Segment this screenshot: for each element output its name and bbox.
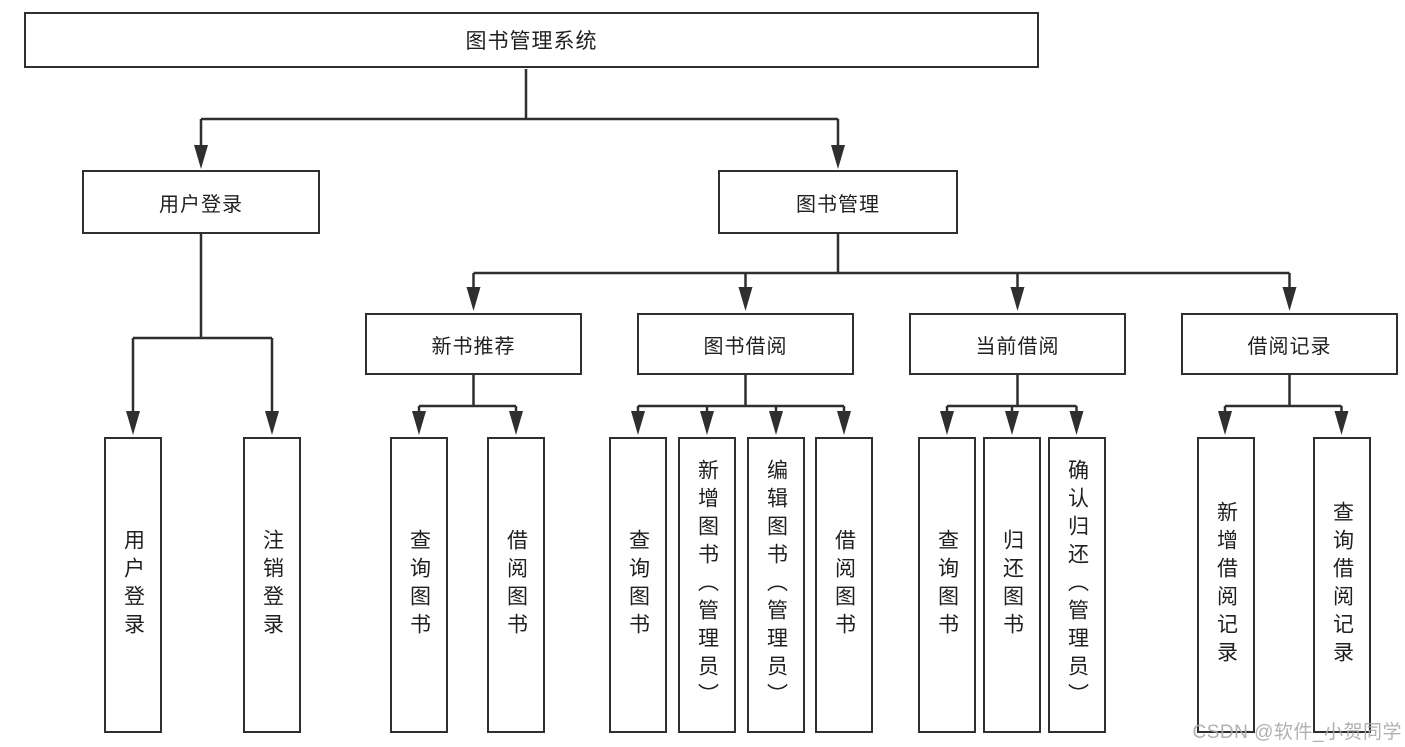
leaf-add-book-admin: 新增图书（管理员） — [678, 437, 736, 733]
leaf-add-book-admin-label: 新增图书（管理员） — [695, 459, 719, 711]
leaf-edit-book-admin-label: 编辑图书（管理员） — [764, 459, 788, 711]
leaf-borrow-books: 借阅图书 — [815, 437, 873, 733]
node-new-book-recommend-label: 新书推荐 — [431, 335, 516, 358]
arrowheads — [126, 145, 1349, 435]
node-book-management-label: 图书管理 — [796, 193, 880, 216]
leaf-query-books-recommend: 查询图书 — [390, 437, 448, 733]
node-borrow-records-label: 借阅记录 — [1247, 335, 1332, 358]
leaf-borrow-books-label: 借阅图书 — [832, 529, 856, 641]
leaf-query-books-borrow: 查询图书 — [609, 437, 667, 733]
leaf-user-login: 用户登录 — [104, 437, 162, 733]
leaf-return-books: 归还图书 — [983, 437, 1041, 733]
node-root: 图书管理系统 — [24, 12, 1039, 68]
leaf-confirm-return-admin: 确认归还（管理员） — [1048, 437, 1106, 733]
node-root-label: 图书管理系统 — [465, 30, 598, 53]
leaf-query-books-recommend-label: 查询图书 — [407, 529, 431, 641]
leaf-add-borrow-record: 新增借阅记录 — [1197, 437, 1255, 733]
node-borrow-records: 借阅记录 — [1181, 313, 1398, 375]
node-user-login: 用户登录 — [82, 170, 320, 234]
leaf-confirm-return-admin-label: 确认归还（管理员） — [1065, 459, 1089, 711]
leaf-logout: 注销登录 — [243, 437, 301, 733]
leaf-borrow-books-recommend-label: 借阅图书 — [504, 529, 528, 641]
leaf-query-books-borrow-label: 查询图书 — [626, 529, 650, 641]
leaf-edit-book-admin: 编辑图书（管理员） — [747, 437, 805, 733]
leaf-query-borrow-record-label: 查询借阅记录 — [1330, 501, 1354, 669]
node-new-book-recommend: 新书推荐 — [365, 313, 582, 375]
watermark: CSDN @软件_小贺同学 — [1192, 722, 1402, 743]
leaf-logout-label: 注销登录 — [260, 529, 284, 641]
leaf-return-books-label: 归还图书 — [1000, 529, 1024, 641]
leaf-user-login-label: 用户登录 — [121, 529, 145, 641]
leaf-borrow-books-recommend: 借阅图书 — [487, 437, 545, 733]
leaf-query-borrow-record: 查询借阅记录 — [1313, 437, 1371, 733]
node-current-borrow-label: 当前借阅 — [975, 335, 1060, 358]
leaf-query-books-current-label: 查询图书 — [935, 529, 959, 641]
node-book-borrow-label: 图书借阅 — [703, 335, 788, 358]
node-current-borrow: 当前借阅 — [909, 313, 1126, 375]
leaf-add-borrow-record-label: 新增借阅记录 — [1214, 501, 1238, 669]
node-user-login-label: 用户登录 — [159, 193, 243, 216]
leaf-query-books-current: 查询图书 — [918, 437, 976, 733]
node-book-borrow: 图书借阅 — [637, 313, 854, 375]
node-book-management: 图书管理 — [718, 170, 958, 234]
